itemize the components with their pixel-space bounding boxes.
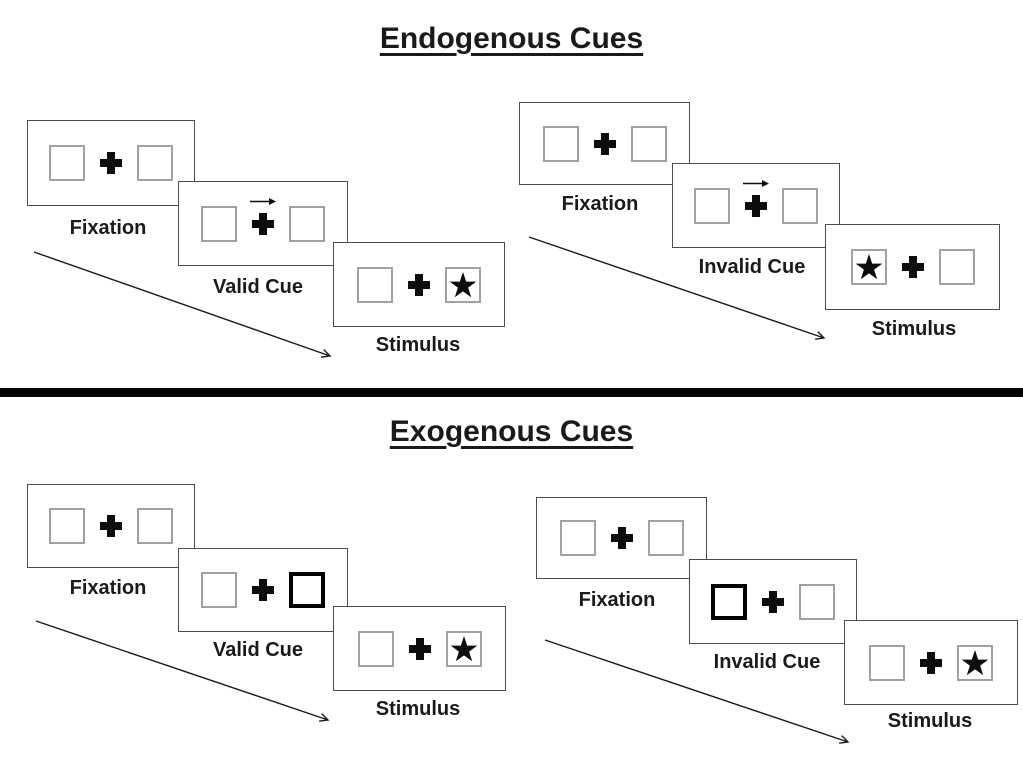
right-placeholder-box (137, 145, 173, 181)
right-placeholder-box (137, 508, 173, 544)
section-divider (0, 388, 1023, 397)
step-label-stimulus: Stimulus (375, 698, 461, 720)
right-placeholder-box (647, 520, 684, 556)
section-title-exogenous: Exogenous Cues (0, 415, 1023, 449)
stimulus-panel (333, 606, 506, 691)
left-placeholder-box (869, 644, 905, 681)
stimulus-panel (825, 224, 1000, 310)
left-placeholder-box (49, 508, 85, 544)
stimulus-panel (333, 242, 505, 327)
step-label-fixation: Fixation (69, 217, 147, 239)
star-icon (450, 635, 477, 661)
left-placeholder-box (357, 266, 393, 303)
sequence-arrow (544, 639, 850, 744)
target-box (445, 266, 481, 303)
step-label-cue: Valid Cue (212, 276, 304, 298)
target-box (850, 249, 887, 285)
valid-cue-panel (178, 181, 348, 266)
left-placeholder-box (694, 187, 730, 224)
fixation-cross-icon (743, 179, 769, 218)
fixation-cross-icon (251, 578, 275, 602)
right-arrow-icon (250, 197, 276, 205)
step-label-fixation: Fixation (578, 589, 656, 611)
step-label-cue: Invalid Cue (713, 651, 821, 673)
step-label-stimulus: Stimulus (887, 710, 973, 732)
star-icon (449, 271, 477, 297)
left-placeholder-box (559, 520, 596, 556)
right-placeholder-box (289, 205, 325, 242)
left-placeholder-box (201, 205, 237, 242)
step-label-fixation: Fixation (69, 577, 147, 599)
right-placeholder-box (799, 583, 835, 620)
star-icon (855, 253, 882, 280)
invalid-cue-panel (689, 559, 857, 644)
fixation-panel (27, 484, 195, 568)
step-label-stimulus: Stimulus (375, 334, 461, 356)
fixation-panel (27, 120, 195, 206)
stimulus-panel (844, 620, 1018, 705)
target-box (445, 630, 482, 667)
step-label-fixation: Fixation (561, 193, 639, 215)
fixation-cross-icon (919, 651, 943, 675)
peripheral-cue-box (289, 572, 325, 608)
right-arrow-icon (743, 179, 769, 187)
fixation-cross-icon (610, 526, 634, 550)
step-label-cue: Invalid Cue (698, 256, 806, 278)
fixation-cross-icon (99, 514, 123, 538)
fixation-cross-icon (99, 151, 123, 175)
sequence-arrow (35, 620, 330, 722)
invalid-cue-panel (672, 163, 840, 248)
fixation-cross-icon (761, 590, 785, 614)
section-title-endogenous: Endogenous Cues (0, 22, 1023, 56)
peripheral-cue-box (711, 583, 747, 620)
valid-cue-panel (178, 548, 348, 632)
sequence-arrow (33, 251, 332, 358)
fixation-cross-icon (593, 132, 617, 156)
fixation-panel (536, 497, 707, 579)
left-placeholder-box (542, 125, 579, 162)
fixation-panel (519, 102, 690, 185)
fixation-cross-icon (407, 273, 431, 297)
right-placeholder-box (630, 125, 667, 162)
sequence-arrow (528, 236, 826, 340)
target-box (957, 644, 993, 681)
step-label-stimulus: Stimulus (871, 318, 957, 340)
right-placeholder-box (782, 187, 818, 224)
section-title-endogenous-text: Endogenous Cues (379, 22, 644, 55)
fixation-cross-icon (250, 197, 276, 236)
fixation-cross-icon (901, 255, 925, 279)
fixation-cross-icon (408, 637, 432, 661)
left-placeholder-box (49, 145, 85, 181)
left-placeholder-box (201, 572, 237, 608)
star-icon (961, 649, 989, 675)
right-placeholder-box (938, 249, 975, 285)
section-title-exogenous-text: Exogenous Cues (389, 415, 634, 448)
left-placeholder-box (357, 630, 394, 667)
step-label-cue: Valid Cue (212, 639, 304, 661)
